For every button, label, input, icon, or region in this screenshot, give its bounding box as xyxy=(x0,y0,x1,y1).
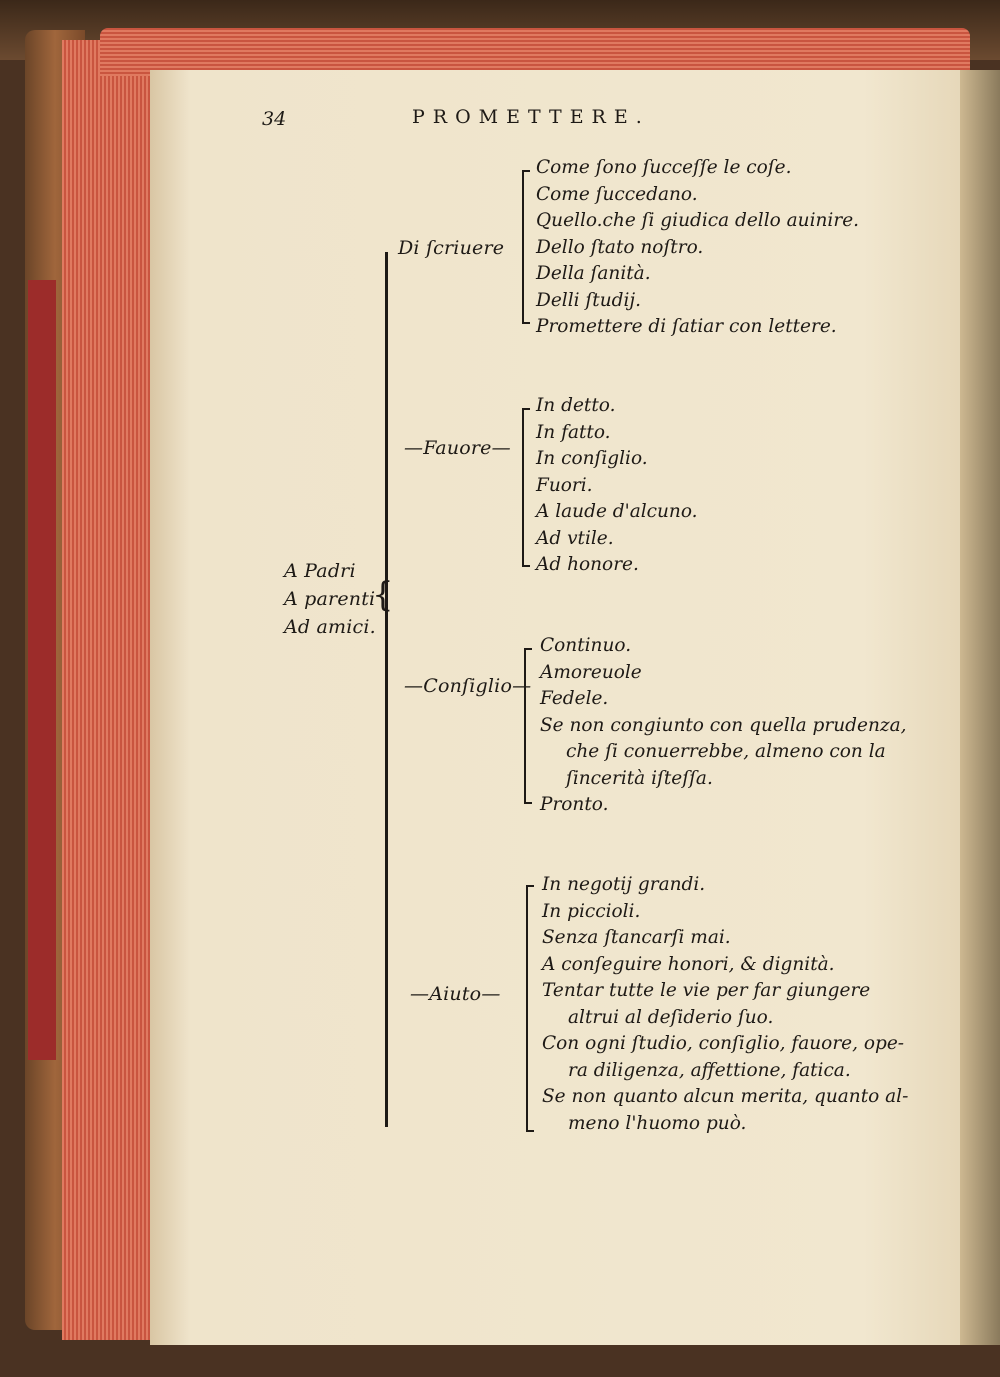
branch-item: In negotij grandi. xyxy=(542,874,706,895)
brace-fauore xyxy=(522,408,530,567)
branch-item: ſincerità iſteſſa. xyxy=(566,767,713,789)
branch-item: Della ſanità. xyxy=(536,263,651,284)
branch-item: altrui al deſiderio ſuo. xyxy=(568,1006,774,1028)
branch-item: Pronto. xyxy=(540,794,609,815)
branch-label-text: Fauore xyxy=(423,437,492,459)
branch-label: —Conſiglio— xyxy=(404,675,532,697)
branch-item: Con ogni ſtudio, conſiglio, fauore, ope- xyxy=(542,1033,905,1054)
recipient: A parenti xyxy=(284,588,376,610)
branch-item: Fedele. xyxy=(540,688,609,709)
brace-consiglio xyxy=(524,648,532,804)
branch-item: Amoreuole xyxy=(540,661,642,683)
branch-item: ra diligenza, affettione, fatica. xyxy=(568,1059,851,1081)
branch-item: In detto. xyxy=(536,395,616,416)
branch-item: Delli ſtudij. xyxy=(536,289,641,311)
branch-item: Dello ſtato noſtro. xyxy=(536,236,704,258)
branch-item: Senza ſtancarſi mai. xyxy=(542,927,731,948)
branch-label: —Aiuto— xyxy=(410,983,501,1005)
recipient: Ad amici. xyxy=(284,616,376,638)
branch-item: Ad vtile. xyxy=(536,527,614,549)
branch-items-scriuere: Come ſono ſucceſſe le coſe. Come ſuccedan… xyxy=(536,155,859,341)
book-page xyxy=(150,70,990,1345)
brace-aiuto xyxy=(526,885,534,1132)
brace-scriuere xyxy=(522,170,530,324)
page-number: 34 xyxy=(262,108,287,130)
branch-item: Promettere di ſatiar con lettere. xyxy=(536,316,837,337)
branch-item: A laude d'alcuno. xyxy=(536,501,698,522)
recipient: A Padri xyxy=(284,560,356,582)
page-edges-red xyxy=(62,40,162,1340)
branch-item: In piccioli. xyxy=(542,900,641,922)
branch-items-fauore: In detto. In fatto. In conſiglio. Fuori. A l… xyxy=(536,393,698,579)
book-spine-cloth xyxy=(28,280,56,1060)
branch-item: A conſeguire honori, & dignità. xyxy=(542,953,835,975)
branch-label: —Fauore— xyxy=(404,437,511,459)
page-title: PROMETTERE. xyxy=(412,106,650,128)
brace-recipients: { xyxy=(372,575,394,615)
main-bracket-line xyxy=(385,252,388,1127)
branch-item: Come ſono ſucceſſe le coſe. xyxy=(536,157,792,178)
branch-item: In conſiglio. xyxy=(536,448,648,469)
branch-item: Tentar tutte le vie per far giungere xyxy=(542,980,871,1001)
branch-label-text: Aiuto xyxy=(429,983,482,1005)
branch-item: Se non quanto alcun merita, quanto al- xyxy=(542,1086,909,1107)
branch-item: In fatto. xyxy=(536,421,611,443)
branch-item: Come ſuccedano. xyxy=(536,183,698,205)
branch-item: Fuori. xyxy=(536,474,593,496)
page-gutter xyxy=(960,70,1000,1345)
branch-label-text: Conſiglio xyxy=(423,675,513,697)
branch-item: Ad honore. xyxy=(536,554,639,575)
branch-item: Se non congiunto con quella prudenza, xyxy=(540,714,907,736)
branch-label: Di ſcriuere xyxy=(398,237,505,259)
branch-item: Continuo. xyxy=(540,635,632,656)
branch-item: meno l'huomo può. xyxy=(568,1112,747,1134)
branch-items-aiuto: In negotij grandi. In piccioli. Senza ſtan… xyxy=(542,872,908,1137)
branch-item: che ſi conuerrebbe, almeno con la xyxy=(566,741,886,762)
page-edges-top xyxy=(100,28,970,76)
branch-item: Quello.che ſi giudica dello auinire. xyxy=(536,210,860,231)
